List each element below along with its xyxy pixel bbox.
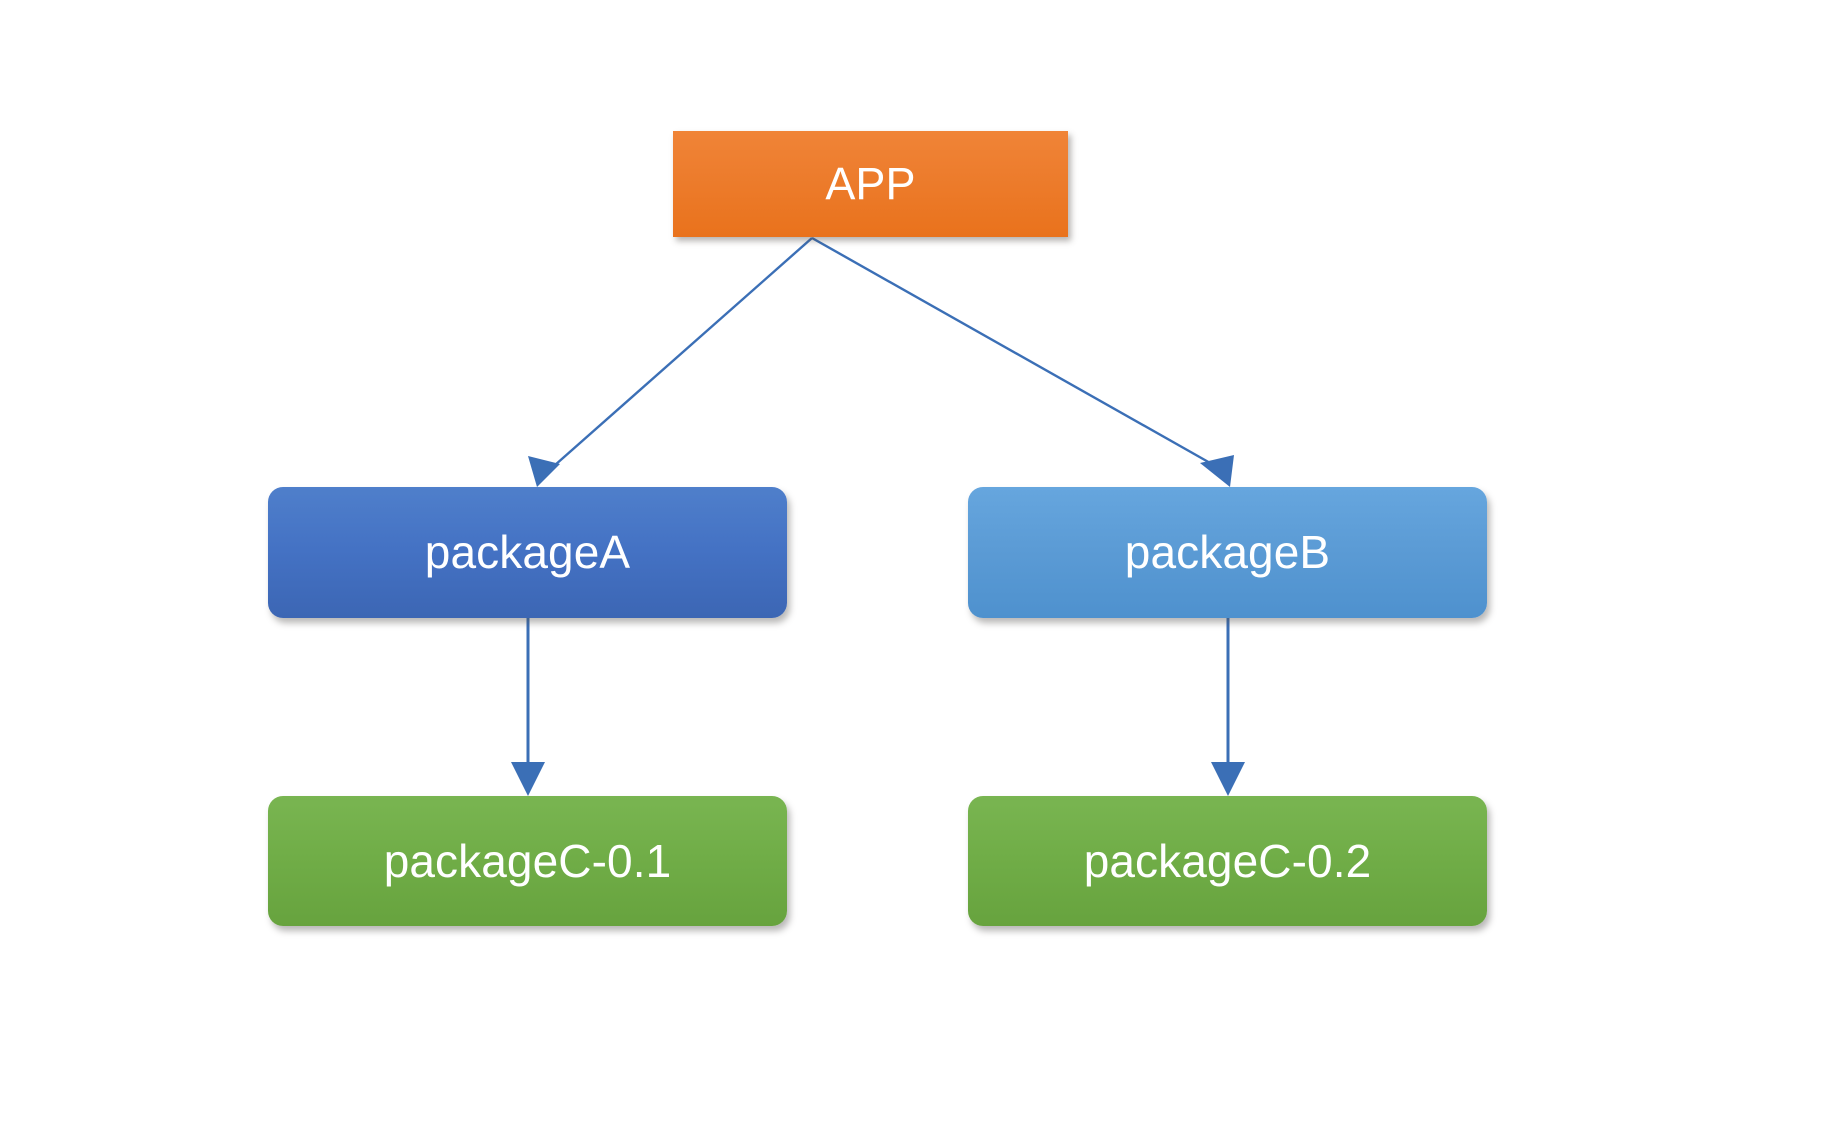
edge-app-to-packageA xyxy=(528,237,813,487)
node-app[interactable]: APP xyxy=(673,131,1068,237)
node-packagec-01[interactable]: packageC-0.1 xyxy=(268,796,787,926)
node-packagec-02-label: packageC-0.2 xyxy=(1083,834,1372,887)
edge-app-to-packageB xyxy=(811,236,1234,487)
arrowhead-icon xyxy=(1211,762,1245,796)
node-app-label: APP xyxy=(825,158,916,210)
edge-packageA-to-packageC01 xyxy=(511,618,545,796)
edge-packageB-to-packageC02 xyxy=(1211,618,1245,796)
node-packagec-02[interactable]: packageC-0.2 xyxy=(968,796,1487,926)
arrowhead-icon xyxy=(1200,455,1234,487)
arrowhead-icon xyxy=(528,456,560,487)
node-packageb-label: packageB xyxy=(1124,526,1331,579)
node-packagea[interactable]: packageA xyxy=(268,487,787,618)
node-packagec-01-label: packageC-0.1 xyxy=(383,834,672,887)
arrowhead-icon xyxy=(511,762,545,796)
node-packagea-label: packageA xyxy=(424,526,631,579)
node-packageb[interactable]: packageB xyxy=(968,487,1487,618)
